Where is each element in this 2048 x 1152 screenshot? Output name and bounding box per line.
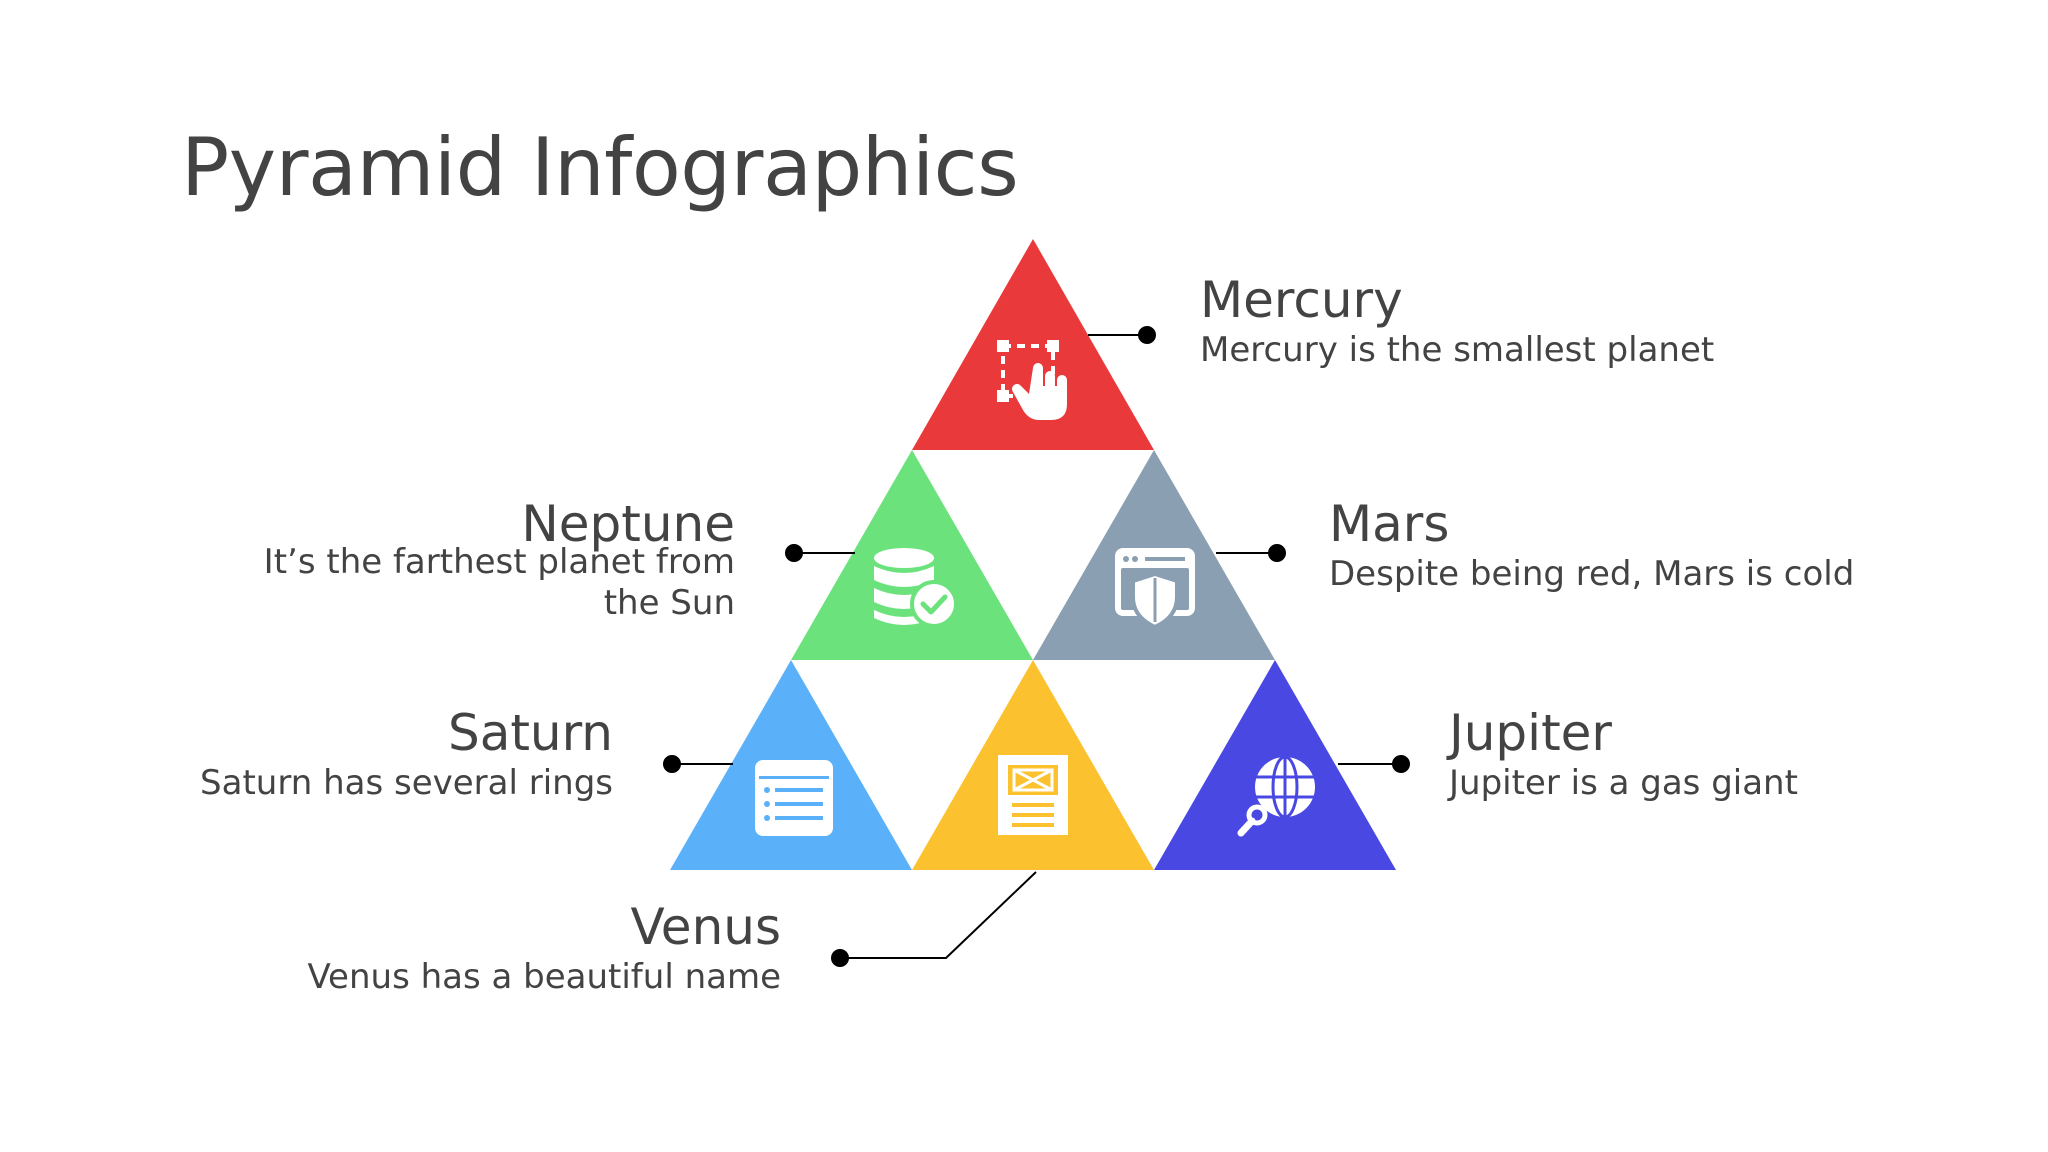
page-title: Pyramid Infographics — [181, 121, 1019, 214]
label-neptune: Neptune It’s the farthest planet from th… — [215, 495, 735, 624]
connector-mercury — [1088, 326, 1156, 344]
item-description: It’s the farthest planet from the Sun — [263, 541, 735, 623]
item-name: Venus — [630, 898, 781, 956]
hand-select-icon — [997, 340, 1067, 420]
item-name: Saturn — [447, 704, 613, 762]
connector-venus — [831, 871, 1037, 967]
item-name: Mercury — [1200, 271, 1403, 329]
item-description: Jupiter is a gas giant — [1449, 762, 1798, 803]
label-mars: Mars Despite being red, Mars is cold — [1329, 495, 1855, 595]
server-list-icon — [755, 760, 833, 836]
label-jupiter: Jupiter Jupiter is a gas giant — [1449, 704, 1798, 804]
connector-jupiter — [1338, 755, 1410, 773]
connector-saturn — [663, 755, 733, 773]
globe-search-icon — [1237, 755, 1315, 837]
connector-neptune — [785, 544, 855, 562]
item-name: Jupiter — [1449, 704, 1612, 762]
database-check-icon — [874, 548, 958, 628]
label-venus: Venus Venus has a beautiful name — [307, 898, 781, 998]
package-box-icon — [998, 755, 1068, 835]
item-description: Mercury is the smallest planet — [1200, 329, 1715, 370]
item-name: Neptune — [521, 495, 735, 553]
item-description: Despite being red, Mars is cold — [1329, 553, 1855, 594]
item-description: Saturn has several rings — [200, 762, 613, 803]
label-saturn: Saturn Saturn has several rings — [200, 704, 613, 804]
connector-mars — [1216, 544, 1286, 562]
label-mercury: Mercury Mercury is the smallest planet — [1200, 271, 1715, 371]
item-name: Mars — [1329, 495, 1450, 553]
browser-shield-icon — [1115, 548, 1195, 630]
item-description: Venus has a beautiful name — [307, 956, 781, 997]
